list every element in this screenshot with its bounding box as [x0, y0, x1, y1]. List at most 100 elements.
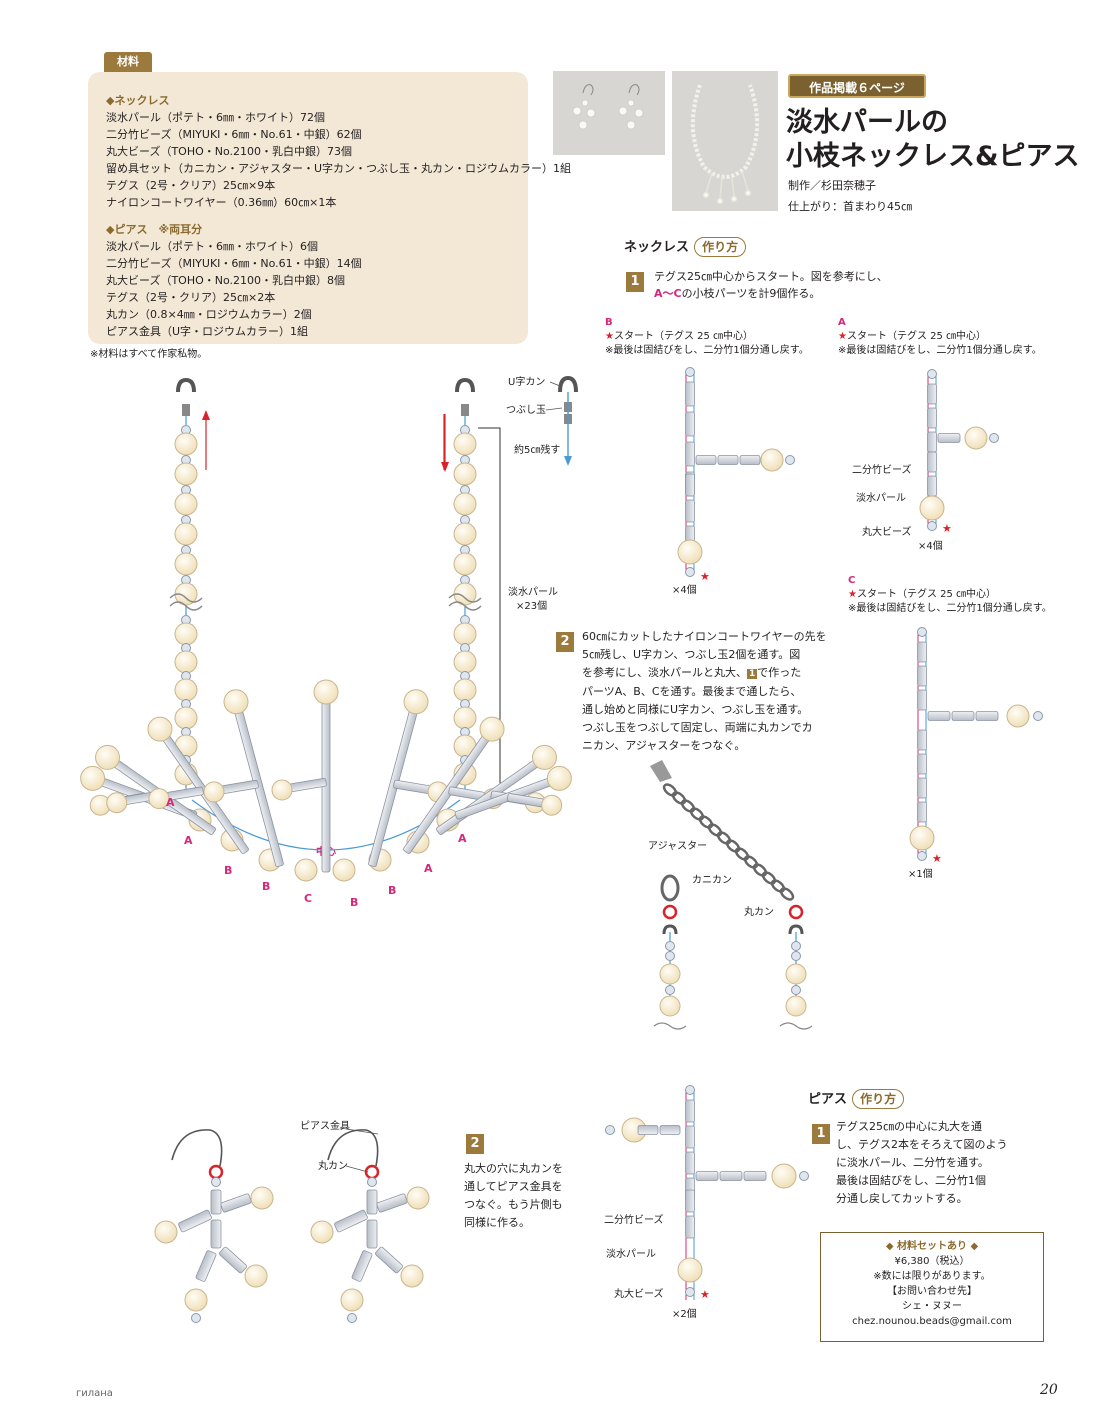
thread-line	[545, 407, 563, 411]
partC-note: ※最後は固結びをし、二分竹1個分通し戻す。	[848, 603, 1052, 614]
material-item: ピアス金具（U字・ロジウムカラー）1組	[106, 325, 309, 338]
pearl-bead	[174, 706, 198, 730]
earring-pearl-label: 淡水パール	[606, 1249, 656, 1260]
set-email[interactable]: chez.nounou.beads@gmail.com	[852, 1316, 1012, 1327]
round-bead	[460, 575, 470, 585]
round-bead	[460, 545, 470, 555]
set-price: ¥6,380（税込）	[894, 1256, 970, 1267]
chain-link	[671, 791, 687, 805]
start-star: ★	[932, 852, 942, 865]
earring-count: ×2個	[672, 1309, 697, 1320]
necklace-label: ネックレス	[624, 240, 690, 255]
thread-line	[549, 381, 561, 387]
u-cap	[662, 924, 678, 935]
partA-note: ※最後は固結びをし、二分竹1個分通し戻す。	[838, 345, 1042, 356]
pearl-bead	[220, 828, 244, 852]
earring-photo	[553, 71, 665, 155]
bugle-bead	[107, 793, 146, 808]
marukan-label: 丸カン	[744, 907, 774, 918]
crimp-bead	[564, 402, 572, 412]
pearl-bead	[154, 1220, 178, 1244]
chain-link	[698, 815, 714, 829]
bugle-bead	[368, 700, 420, 867]
break-mark	[169, 601, 203, 611]
adjuster-tab	[650, 760, 672, 782]
material-set-box: ◆ 材料セットあり ◆ ¥6,380（税込） ※数には限りがあります。 【お問い…	[820, 1232, 1044, 1342]
partC-start: ★スタート（テグス 25 ㎝中心）	[848, 589, 997, 600]
thread-line	[345, 1165, 369, 1173]
round-bead	[460, 455, 470, 465]
chain-link	[680, 799, 696, 813]
thread-line	[191, 799, 461, 851]
necklace-left-strand	[169, 377, 210, 790]
earring-section-header: ピアス 作り方	[808, 1088, 905, 1109]
branch-letter: A	[458, 832, 467, 845]
pearl-bead	[524, 792, 546, 814]
bugle-bead	[685, 473, 695, 497]
leave-label: 約5㎝残す	[514, 445, 561, 456]
bugle-bead	[917, 801, 927, 823]
round-bead	[181, 545, 191, 555]
lobster-clasp	[660, 874, 680, 902]
chain-link	[770, 879, 786, 893]
material-item: ナイロンコートワイヤー（0.36㎜）60㎝×1本	[106, 196, 337, 209]
pearl-bead	[453, 650, 477, 674]
round-bead	[989, 433, 999, 443]
necklace-right-strand	[441, 377, 501, 805]
pearl-bead	[95, 744, 121, 770]
break-mark	[653, 1022, 687, 1030]
bugle-bead	[927, 475, 937, 497]
partB-start: ★スタート（テグス 25 ㎝中心）	[605, 331, 754, 342]
pearl-bead	[310, 1220, 334, 1244]
pearl-bead	[80, 765, 106, 791]
pearl-bead	[403, 689, 429, 715]
pearl-bead	[964, 426, 988, 450]
partB-note: ※最後は固結びをし、二分竹1個分通し戻す。	[605, 345, 809, 356]
round-bead	[685, 1085, 695, 1095]
necklace-photo	[672, 71, 778, 211]
pearl-bead	[174, 462, 198, 486]
bugle-bead	[917, 665, 927, 687]
bugle-bead	[219, 1246, 247, 1274]
round-bead	[665, 951, 675, 961]
round-bead	[181, 727, 191, 737]
pearl-bead	[771, 1163, 797, 1189]
round-bead	[665, 985, 675, 995]
bugle-bead	[695, 455, 717, 465]
bugle-bead	[927, 711, 951, 721]
necklace-howto-badge: 作り方	[694, 237, 747, 257]
material-item: テグス（2号・クリア）25㎝×2本	[106, 291, 276, 304]
round-bead	[460, 643, 470, 653]
earring-marukan-label: 丸カン	[318, 1161, 348, 1172]
pearl-bead	[436, 808, 460, 832]
bugle-bead	[289, 777, 327, 793]
branch-letter: A	[424, 862, 433, 875]
bugle-bead	[178, 1209, 212, 1233]
earring-step1-number: 1	[812, 1124, 830, 1144]
earring-step2-number: 2	[466, 1134, 484, 1154]
bugle-bead	[321, 691, 331, 873]
round-bead	[785, 455, 795, 465]
pearl-bead	[147, 716, 173, 742]
break-mark	[169, 593, 203, 603]
jump-ring	[788, 904, 804, 920]
pearl-bead	[89, 794, 111, 816]
partA-count: ×4個	[918, 541, 943, 552]
round-bead	[181, 615, 191, 625]
pearl-bead	[453, 462, 477, 486]
direction-arrow	[202, 410, 210, 420]
round-bead	[181, 425, 191, 435]
break-mark	[448, 593, 482, 603]
bugle-bead	[105, 754, 216, 835]
bugle-bead	[743, 1171, 767, 1181]
pearl-bead	[406, 830, 430, 854]
partA-diagram: ★	[919, 369, 999, 535]
earring-step2-text: 丸大の穴に丸カンを 通してピアス金具を つなぐ。もう片側も 同様に作る。	[464, 1162, 563, 1229]
partA-bugle-label: 二分竹ビーズ	[852, 465, 912, 476]
pearl-bead	[677, 539, 703, 565]
bugle-bead	[685, 411, 695, 437]
round-bead	[665, 941, 675, 951]
pearl-bead	[760, 448, 784, 472]
pearl-bead	[203, 781, 225, 803]
kanikan-label: カニカン	[692, 875, 732, 886]
